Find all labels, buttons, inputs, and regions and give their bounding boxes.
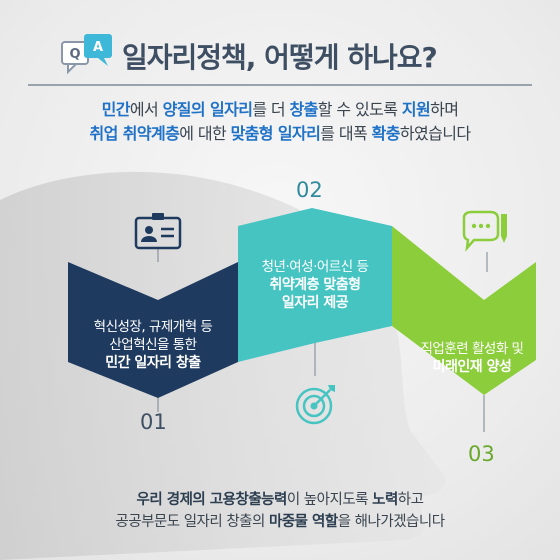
step-02-number: 02	[296, 178, 323, 202]
text-run: 에서	[129, 100, 163, 119]
step-01-number: 01	[140, 410, 167, 434]
q-letter: Q	[69, 47, 80, 62]
step-03-text: 직업훈련 활성화 및 미래인재 양성	[392, 340, 552, 376]
page-title: 일자리정책, 어떻게 하나요?	[122, 41, 438, 74]
text-run: 확충	[371, 124, 401, 143]
qa-bubbles-icon: Q A	[61, 34, 112, 75]
chat-pencil-icon	[462, 210, 507, 252]
subtitle-line-1: 민간에서 양질의 일자리를 더 창출할 수 있도록 지원하며	[0, 96, 560, 120]
a-letter: A	[93, 40, 103, 55]
title-row: Q A 일자리정책, 어떻게 하나요?	[60, 28, 520, 84]
text-run: 지원	[401, 100, 431, 119]
step-02-text: 청년·여성·어르신 등 취약계층 맞춤형 일자리 제공	[238, 258, 392, 312]
text-run: 취업 취약계층	[89, 124, 180, 143]
step-03-strong: 미래인재 양성	[432, 359, 512, 375]
text-run: 공공부문도 일자리 창출의	[115, 514, 269, 530]
step-03-line1: 직업훈련 활성화 및	[420, 341, 524, 357]
panel-03	[392, 226, 536, 395]
panel-02	[238, 208, 392, 362]
footer-line-1: 우리 경제의 고용창출능력이 높아지도록 노력하고	[0, 488, 560, 509]
text-run: 를 대폭	[320, 124, 372, 143]
id-card-icon	[134, 213, 182, 250]
text-run: 우리 경제의 고용창출능력	[136, 492, 288, 508]
step-02-strong1: 취약계층 맞춤형	[269, 277, 361, 293]
panel-01	[68, 262, 238, 398]
step-01-line1: 혁신성장, 규제개혁 등	[93, 319, 213, 335]
title-divider	[28, 84, 532, 86]
text-run: 맞춤형 일자리	[230, 124, 321, 143]
text-run: 할 수 있도록	[317, 100, 402, 119]
text-run: 양질의 일자리	[162, 100, 253, 119]
text-run: 하였습니다	[399, 124, 471, 143]
text-run: 노력	[372, 492, 398, 508]
step-03-number: 03	[468, 442, 495, 466]
step-02-strong2: 일자리 제공	[281, 295, 349, 311]
text-run: 마중물 역할	[268, 514, 338, 530]
step-02-line1: 청년·여성·어르신 등	[261, 259, 369, 275]
text-run: 을 해나가겠습니다	[337, 514, 445, 530]
step-01-strong: 민간 일자리 창출	[105, 355, 201, 371]
text-run: 민간	[101, 100, 131, 119]
subtitle-line-2: 취업 취약계층에 대한 맞춤형 일자리를 대폭 확충하였습니다	[0, 120, 560, 144]
text-run: 하며	[430, 100, 459, 119]
step-01-text: 혁신성장, 규제개혁 등 산업혁신을 통한 민간 일자리 창출	[68, 318, 238, 372]
target-icon	[295, 385, 335, 425]
text-run: 이 높아지도록	[286, 492, 373, 508]
text-run: 창출	[289, 100, 319, 119]
text-run: 를 더	[252, 100, 290, 119]
text-run: 하고	[397, 492, 424, 508]
text-run: 에 대한	[179, 124, 231, 143]
step-01-line2: 산업혁신을 통한	[109, 337, 197, 353]
footer-line-2: 공공부문도 일자리 창출의 마중물 역할을 해나가겠습니다	[0, 510, 560, 531]
